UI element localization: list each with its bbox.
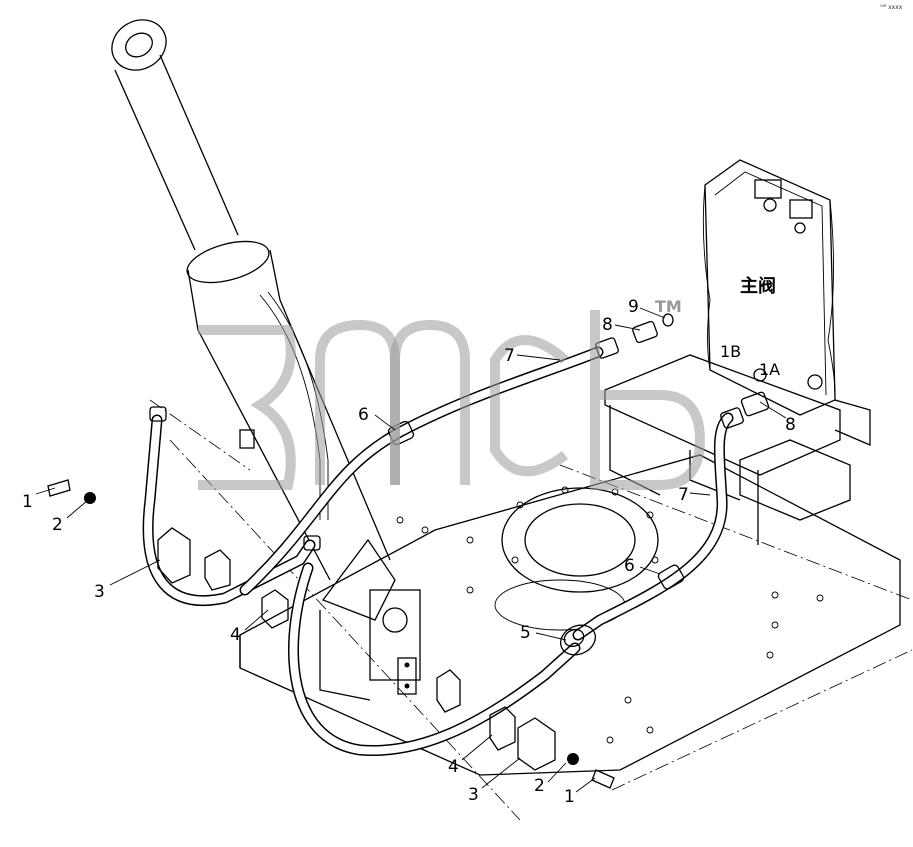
corner-mark: ᴳᴹ xxxx	[880, 4, 903, 11]
bolt-left	[47, 479, 71, 497]
swivel-ring	[559, 624, 597, 656]
callout-5: 5	[520, 623, 531, 643]
callout-3-bottom: 3	[468, 785, 479, 805]
watermark: TM	[198, 297, 706, 490]
fittings	[149, 313, 770, 656]
callout-8-right: 8	[785, 415, 796, 435]
clamp-left-lower	[261, 589, 289, 629]
main-valve-block: 主阀 1B 1A	[702, 159, 871, 446]
leader-lines	[35, 307, 787, 793]
hoses	[142, 346, 734, 757]
callouts: 1 2 3 4 6 7 8 9 7 8 6 5 4 3 2 1	[22, 297, 796, 807]
callout-4-bottom: 4	[448, 757, 459, 777]
watermark-tm: TM	[655, 297, 682, 316]
port-1b-label: 1B	[720, 342, 741, 361]
callout-9-top: 9	[628, 297, 639, 317]
callout-1-bottom: 1	[564, 787, 575, 807]
main-valve-label: 主阀	[740, 275, 776, 297]
clamp-bottom-upper	[436, 669, 461, 713]
base-frame	[169, 354, 913, 821]
adapter-fitting-top	[632, 313, 674, 344]
callout-7-right: 7	[678, 485, 689, 505]
callout-1-left: 1	[22, 492, 33, 512]
callout-4-left: 4	[230, 625, 241, 645]
port-1a-label: 1A	[759, 360, 780, 379]
clamp-left-mid	[204, 549, 231, 591]
callout-2-left: 2	[52, 515, 63, 535]
clamp-left-upper	[157, 527, 191, 584]
callout-2-bottom: 2	[534, 776, 545, 796]
callout-6-top: 6	[358, 405, 369, 425]
callout-3-left: 3	[94, 582, 105, 602]
clamps-and-bolts	[47, 479, 615, 789]
bolt-bottom	[591, 769, 615, 789]
clamp-bottom-mid	[489, 706, 516, 751]
callout-6-right: 6	[624, 556, 635, 576]
callout-8-top: 8	[602, 315, 613, 335]
boom-cylinder	[111, 19, 421, 701]
callout-7-top: 7	[504, 346, 515, 366]
adapter-fitting-right	[720, 391, 770, 429]
washer-bottom	[567, 753, 579, 765]
clamp-bottom-lower	[517, 717, 556, 771]
sleeve-right	[657, 564, 685, 590]
